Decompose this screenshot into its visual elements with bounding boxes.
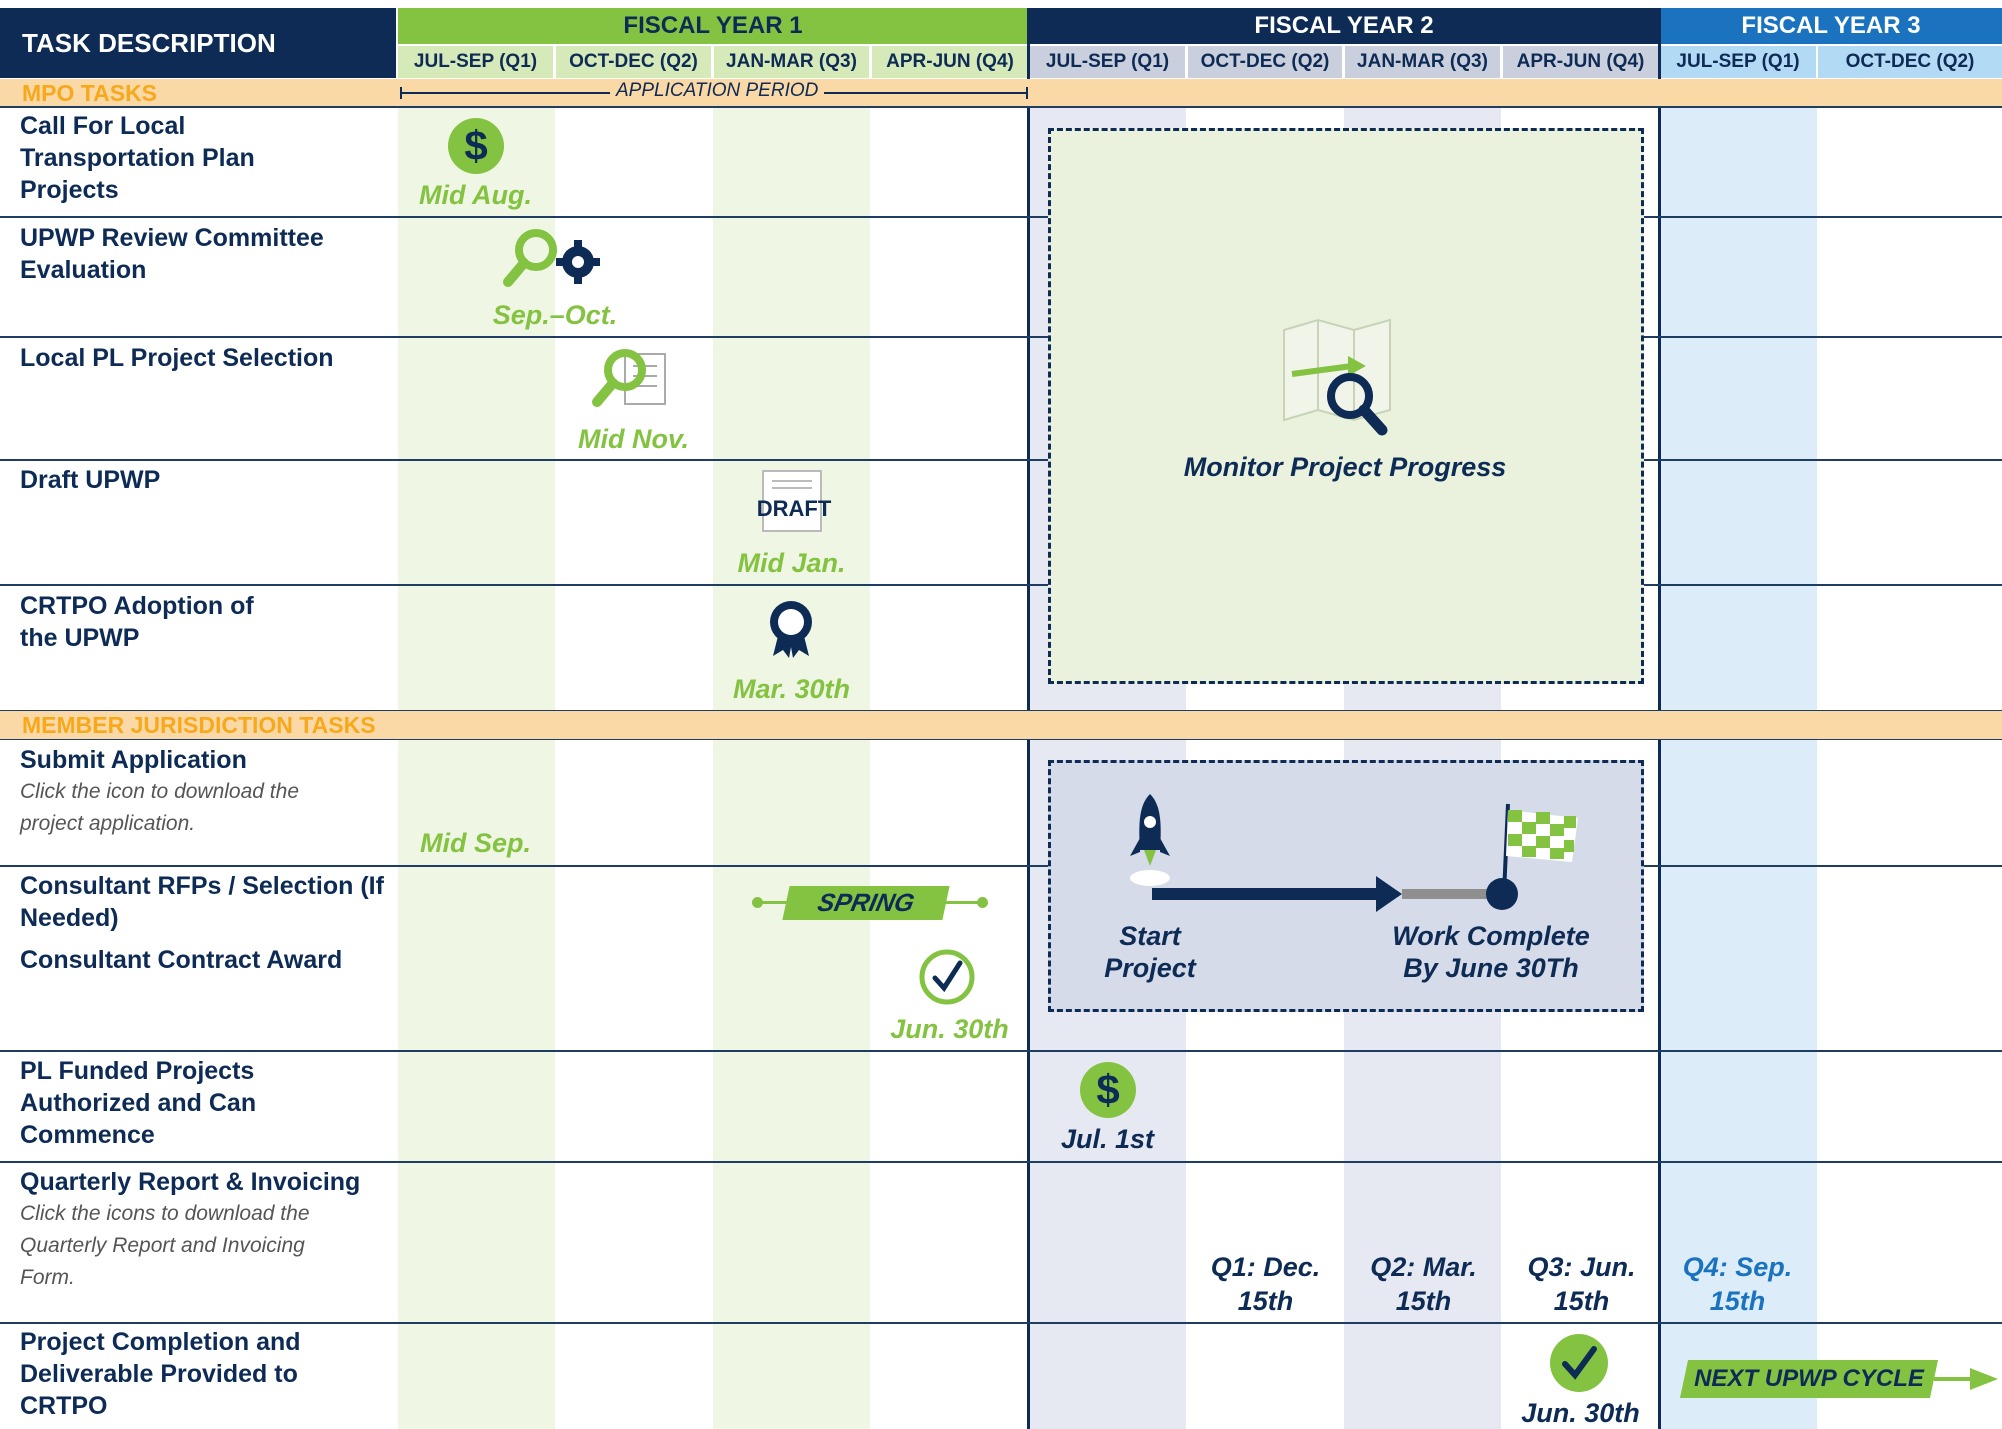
monitor-project-label: Monitor Project Progress: [1183, 452, 1507, 482]
progress-end-dot: [1486, 878, 1518, 910]
task-contract-award: Consultant Contract Award: [20, 946, 343, 974]
row-divider: [0, 1161, 2002, 1163]
task-submit-application-note: Click the icon to download the project a…: [20, 780, 299, 835]
progress-arrow-line: [1152, 888, 1382, 900]
row-divider: [0, 336, 2002, 338]
task-description-header: TASK DESCRIPTION: [0, 8, 396, 78]
fiscal-year-3-header: FISCAL YEAR 3: [1660, 8, 2002, 44]
row-divider: [0, 865, 2002, 867]
task-project-completion: Project Completion and Deliverable Provi…: [20, 1328, 301, 1420]
application-period-bracket: APPLICATION PERIOD: [400, 79, 1028, 107]
row-divider: [0, 106, 2002, 108]
quarterly-report-q1: Q1: Dec. 15th: [1210, 1252, 1321, 1316]
fy1-q3-header: JAN-MAR (Q3): [714, 46, 869, 78]
checkered-flag-icon: [1502, 803, 1578, 895]
award-ribbon-icon: [770, 601, 812, 658]
milestone-mid-aug: Mid Aug.: [419, 180, 532, 210]
mpo-tasks-label: MPO TASKS: [22, 80, 158, 106]
member-jurisdiction-label: MEMBER JURISDICTION TASKS: [22, 712, 376, 738]
milestone-mid-sep: Mid Sep.: [419, 828, 531, 858]
draft-label: DRAFT: [756, 496, 832, 521]
fy2-q1-header: JUL-SEP (Q1): [1030, 46, 1185, 78]
task-submit-application: Submit Application Click the icon to dow…: [20, 744, 330, 840]
magnifier-gear-icon: [503, 229, 600, 287]
spring-timeline: SPRING: [752, 886, 988, 920]
task-local-pl-selection: Local PL Project Selection: [20, 344, 334, 372]
next-upwp-cycle-label: NEXT UPWP CYCLE: [1694, 1365, 1924, 1392]
milestone-jun-30-award: Jun. 30th: [890, 1014, 1009, 1044]
milestone-jun-30-complete: Jun. 30th: [1521, 1398, 1640, 1428]
start-project-label: Start Project: [1104, 921, 1196, 983]
progress-remaining-line: [1402, 889, 1498, 899]
task-consultant-rfps: Consultant RFPs / Selection (If Needed): [20, 872, 384, 932]
milestone-sep-oct: Sep.–Oct.: [492, 300, 618, 330]
fy1-q3-column: [713, 106, 870, 1429]
milestone-jul-1: Jul. 1st: [1060, 1124, 1155, 1154]
row-divider: [0, 584, 2002, 586]
quarterly-report-q2: Q2: Mar. 15th: [1370, 1252, 1477, 1316]
arrow-right-icon: [1970, 1368, 1998, 1390]
task-call-for-projects: Call For Local Transportation Plan Proje…: [20, 112, 255, 204]
fy1-q1-column: [398, 106, 555, 1429]
fy2-q3-header: JAN-MAR (Q3): [1345, 46, 1500, 78]
work-complete-label: Work Complete By June 30Th: [1392, 921, 1590, 983]
task-pl-funded-projects: PL Funded Projects Authorized and Can Co…: [20, 1057, 257, 1149]
fy2-q2-header: OCT-DEC (Q2): [1188, 46, 1342, 78]
fiscal-year-2-header: FISCAL YEAR 2: [1030, 8, 1658, 44]
checkmark-circle-icon: [919, 949, 975, 1005]
task-draft-upwp: Draft UPWP: [20, 466, 161, 494]
fiscal-year-1-header: FISCAL YEAR 1: [398, 8, 1028, 44]
row-divider: [0, 1322, 2002, 1324]
draft-document-icon: DRAFT: [757, 470, 831, 532]
task-upwp-review: UPWP Review Committee Evaluation: [20, 224, 324, 284]
row-divider: [0, 216, 2002, 218]
map-magnifier-icon: [1283, 318, 1391, 436]
milestone-mar-30: Mar. 30th: [732, 674, 851, 704]
task-quarterly-report-note: Click the icons to download the Quarterl…: [20, 1202, 310, 1289]
quarterly-report-q3: Q3: Jun. 15th: [1527, 1252, 1636, 1316]
milestone-mid-nov: Mid Nov.: [577, 424, 689, 454]
magnifier-document-icon: [592, 349, 666, 407]
next-upwp-cycle-banner: NEXT UPWP CYCLE: [1679, 1360, 2002, 1398]
checkmark-badge-icon: [1550, 1334, 1608, 1392]
row-divider: [0, 1050, 2002, 1052]
task-quarterly-report-title: Quarterly Report & Invoicing: [20, 1168, 361, 1196]
fy1-q2-header: OCT-DEC (Q2): [556, 46, 711, 78]
member-jurisdiction-section-header: MEMBER JURISDICTION TASKS: [0, 711, 2002, 739]
application-period-label: APPLICATION PERIOD: [610, 80, 825, 102]
checkmark-icon: [1562, 1346, 1597, 1380]
fy3-q1-header: JUL-SEP (Q1): [1660, 46, 1816, 78]
dollar-icon: $: [448, 118, 504, 174]
task-submit-application-title: Submit Application: [20, 746, 247, 774]
spring-label: SPRING: [782, 886, 950, 920]
rocket-icon: [1130, 794, 1170, 886]
fy3-q1-column: [1660, 106, 1817, 1429]
task-quarterly-report: Quarterly Report & Invoicing Click the i…: [20, 1166, 400, 1294]
dollar-icon: $: [1080, 1062, 1136, 1118]
fy3-q2-header: OCT-DEC (Q2): [1818, 46, 2002, 78]
arrow-head-icon: [1376, 876, 1402, 912]
row-divider: [0, 459, 2002, 461]
fy1-q4-header: APR-JUN (Q4): [872, 46, 1028, 78]
fy1-q1-header: JUL-SEP (Q1): [398, 46, 553, 78]
fy2-q4-header: APR-JUN (Q4): [1503, 46, 1658, 78]
row-divider: [0, 738, 2002, 740]
milestone-mid-jan: Mid Jan.: [737, 548, 846, 578]
quarterly-report-q4: Q4: Sep. 15th: [1682, 1252, 1793, 1316]
task-crtpo-adoption: CRTPO Adoption of the UPWP: [20, 592, 254, 652]
